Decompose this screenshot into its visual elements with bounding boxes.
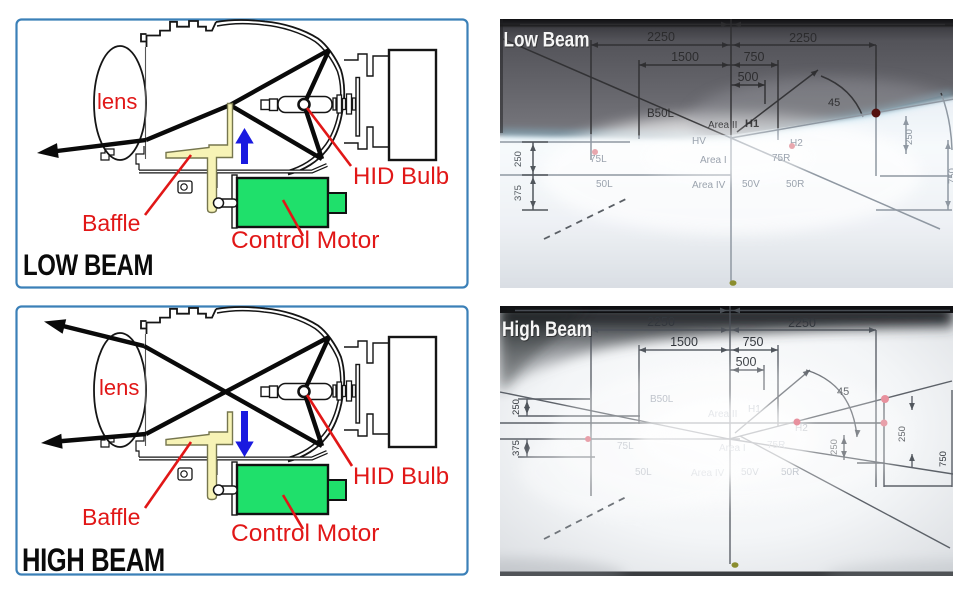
svg-text:2250: 2250: [789, 31, 817, 45]
svg-text:Area I: Area I: [700, 155, 727, 166]
svg-text:750: 750: [947, 168, 953, 184]
svg-text:Baffle: Baffle: [82, 210, 140, 236]
svg-text:1500: 1500: [670, 335, 698, 349]
svg-text:Control Motor: Control Motor: [231, 227, 379, 254]
svg-text:75L: 75L: [590, 154, 607, 165]
svg-text:HV: HV: [692, 136, 706, 147]
svg-text:250: 250: [511, 399, 522, 415]
svg-text:2250: 2250: [647, 315, 675, 329]
svg-text:50L: 50L: [596, 179, 613, 190]
svg-text:Area II: Area II: [708, 120, 737, 131]
svg-text:HID Bulb: HID Bulb: [353, 463, 449, 490]
svg-text:HIGH BEAM: HIGH BEAM: [22, 543, 165, 577]
svg-text:lens: lens: [97, 89, 137, 114]
svg-text:High Beam: High Beam: [503, 320, 593, 343]
svg-text:Low Beam: Low Beam: [504, 30, 590, 53]
svg-text:375: 375: [511, 440, 522, 456]
svg-text:50R: 50R: [786, 179, 804, 190]
svg-text:250: 250: [513, 151, 524, 167]
svg-text:H2: H2: [790, 138, 803, 149]
svg-text:High Beam: High Beam: [502, 319, 592, 342]
svg-text:HID Bulb: HID Bulb: [353, 163, 449, 190]
svg-text:375: 375: [513, 185, 524, 201]
svg-text:750: 750: [744, 50, 765, 64]
svg-text:50V: 50V: [742, 179, 760, 190]
svg-text:75R: 75R: [772, 153, 790, 164]
svg-text:45: 45: [828, 97, 840, 109]
svg-text:2250: 2250: [647, 30, 675, 44]
svg-text:1500: 1500: [671, 50, 699, 64]
svg-text:250: 250: [904, 129, 915, 145]
svg-text:750: 750: [938, 451, 949, 467]
svg-text:Baffle: Baffle: [82, 504, 140, 530]
svg-text:H1: H1: [745, 118, 759, 130]
svg-text:lens: lens: [99, 375, 139, 400]
svg-text:LOW BEAM: LOW BEAM: [23, 247, 153, 281]
svg-text:500: 500: [736, 355, 757, 369]
svg-text:750: 750: [743, 335, 764, 349]
svg-text:B50L: B50L: [647, 108, 674, 120]
svg-text:Low Beam: Low Beam: [504, 29, 590, 52]
svg-text:500: 500: [738, 70, 759, 84]
svg-text:Area IV: Area IV: [692, 180, 726, 191]
svg-text:2250: 2250: [788, 316, 816, 330]
svg-text:Control Motor: Control Motor: [231, 520, 379, 547]
